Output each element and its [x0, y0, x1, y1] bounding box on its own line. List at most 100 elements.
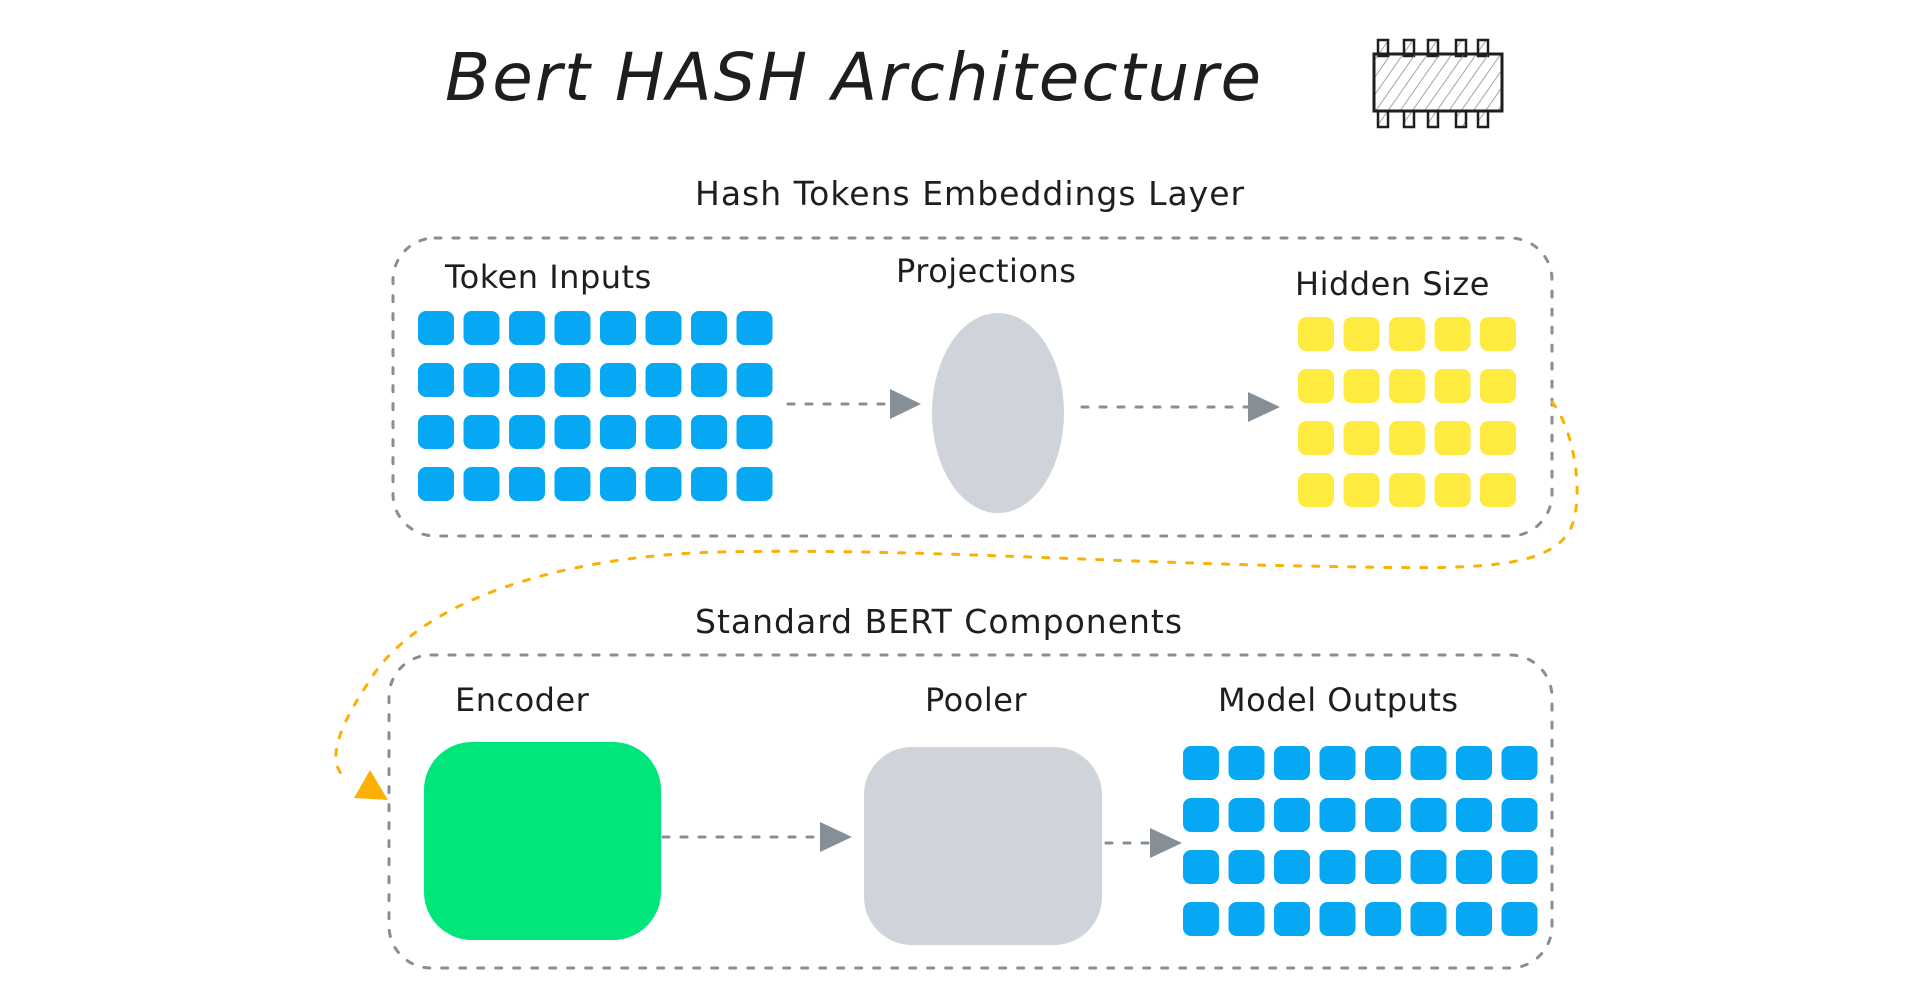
token-inputs-cell [691, 363, 727, 397]
encoder-block [424, 742, 661, 940]
arrow-encoder-to-pooler [661, 822, 852, 852]
hidden-size-cell [1434, 473, 1471, 507]
token-inputs-cell [645, 311, 682, 345]
hidden-size-cell [1343, 421, 1380, 455]
token-inputs-cell [463, 415, 500, 449]
pooler-block [864, 747, 1102, 945]
token-inputs-cell [509, 467, 545, 501]
model-outputs-cell [1274, 850, 1310, 884]
model-outputs-cell [1274, 746, 1310, 780]
chip-pin [1426, 109, 1440, 129]
model-outputs-cell [1183, 746, 1219, 780]
model-outputs-cell [1365, 850, 1401, 884]
model-outputs-cell [1410, 746, 1447, 780]
token-inputs-cell [463, 467, 500, 501]
hidden-size-cell [1389, 473, 1425, 507]
model-outputs-cell [1410, 798, 1447, 832]
token-inputs-cell [691, 467, 727, 501]
token-inputs-cell [418, 311, 454, 345]
model-outputs-cell [1501, 850, 1538, 884]
model-outputs-cell [1183, 798, 1219, 832]
hidden-size-cell [1298, 421, 1334, 455]
model-outputs-cell [1365, 746, 1401, 780]
token-inputs-cell [463, 363, 500, 397]
arrow-projections-to-hidden [1080, 392, 1280, 422]
token-inputs-cell [645, 363, 682, 397]
model-outputs-cell [1501, 798, 1538, 832]
hidden-size-cell [1343, 369, 1380, 403]
encoder-label: Encoder [455, 681, 590, 719]
pooler-label: Pooler [925, 681, 1027, 719]
hidden-size-cell [1298, 317, 1334, 351]
token-inputs-cell [509, 415, 545, 449]
chip-icon [1372, 38, 1504, 129]
section-title-hash-embeddings: Hash Tokens Embeddings Layer [695, 174, 1245, 213]
model-outputs-cell [1319, 902, 1356, 936]
chip-pin [1402, 109, 1416, 129]
token-inputs-cell [736, 415, 773, 449]
hidden-size-cell [1389, 369, 1425, 403]
hidden-size-grid [1298, 317, 1516, 507]
token-inputs-cell [554, 415, 591, 449]
model-outputs-cell [1456, 746, 1492, 780]
arrow-hidden-to-encoder [334, 400, 1579, 800]
hidden-size-cell [1298, 369, 1334, 403]
model-outputs-cell [1410, 902, 1447, 936]
hidden-size-cell [1480, 473, 1516, 507]
token-inputs-label: Token Inputs [444, 258, 652, 296]
model-outputs-label: Model Outputs [1218, 681, 1459, 719]
token-inputs-cell [736, 363, 773, 397]
model-outputs-cell [1456, 798, 1492, 832]
token-inputs-cell [736, 311, 773, 345]
token-inputs-cell [600, 363, 636, 397]
model-outputs-cell [1456, 902, 1492, 936]
model-outputs-cell [1183, 850, 1219, 884]
model-outputs-cell [1410, 850, 1447, 884]
token-inputs-cell [600, 311, 636, 345]
model-outputs-cell [1365, 902, 1401, 936]
token-inputs-cell [554, 311, 591, 345]
token-inputs-cell [509, 311, 545, 345]
model-outputs-cell [1228, 798, 1265, 832]
chip-pin [1376, 109, 1390, 129]
hidden-size-cell [1343, 317, 1380, 351]
model-outputs-cell [1501, 902, 1538, 936]
token-inputs-cell [600, 467, 636, 501]
token-inputs-grid [418, 311, 773, 501]
hash-embeddings-container [391, 236, 1554, 538]
model-outputs-cell [1274, 798, 1310, 832]
token-inputs-cell [691, 415, 727, 449]
model-outputs-cell [1319, 746, 1356, 780]
diagram-title: Bert HASH Architecture [445, 39, 1263, 116]
token-inputs-cell [645, 415, 682, 449]
token-inputs-cell [554, 467, 591, 501]
hidden-size-cell [1480, 369, 1516, 403]
model-outputs-cell [1501, 746, 1538, 780]
projections-ellipse [932, 313, 1064, 513]
model-outputs-cell [1228, 746, 1265, 780]
hidden-size-cell [1480, 421, 1516, 455]
hidden-size-cell [1434, 421, 1471, 455]
token-inputs-cell [691, 311, 727, 345]
token-inputs-cell [418, 467, 454, 501]
model-outputs-cell [1365, 798, 1401, 832]
section-title-standard-bert: Standard BERT Components [695, 602, 1183, 641]
hidden-size-cell [1343, 473, 1380, 507]
model-outputs-cell [1228, 850, 1265, 884]
arrow-pooler-to-outputs [1104, 828, 1182, 858]
token-inputs-cell [418, 415, 454, 449]
hidden-size-cell [1389, 421, 1425, 455]
hidden-size-cell [1434, 317, 1471, 351]
model-outputs-cell [1228, 902, 1265, 936]
model-outputs-cell [1183, 902, 1219, 936]
hidden-size-cell [1298, 473, 1334, 507]
chip-pin [1476, 109, 1490, 129]
model-outputs-cell [1456, 850, 1492, 884]
arrow-token-to-projections [786, 389, 921, 419]
hidden-size-cell [1389, 317, 1425, 351]
token-inputs-cell [554, 363, 591, 397]
token-inputs-cell [418, 363, 454, 397]
hidden-size-cell [1480, 317, 1516, 351]
token-inputs-cell [509, 363, 545, 397]
